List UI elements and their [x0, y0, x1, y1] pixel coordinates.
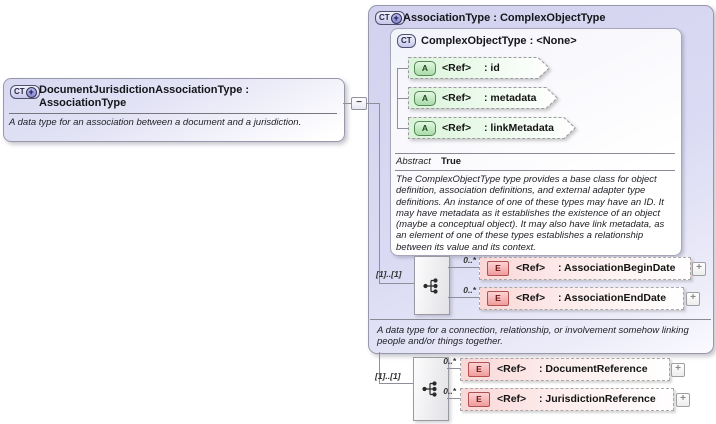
title-separator [9, 113, 337, 114]
occurrence-label: 0..* [463, 255, 476, 265]
element-icon: E [487, 261, 509, 276]
attribute-ref: <Ref> [442, 62, 472, 74]
attribute-name: : metadata [484, 92, 537, 104]
attribute-icon: A [414, 91, 436, 106]
attribute-icon: A [414, 61, 436, 76]
doc-separator [370, 319, 711, 320]
connector-line [379, 352, 380, 384]
plus-icon: + [675, 363, 681, 374]
cardinality-label: [1]..[1] [375, 371, 401, 381]
connector-line [447, 398, 460, 399]
attribute-shape [408, 117, 576, 139]
abstract-value: True [441, 156, 462, 167]
complex-type-icon: CT+ [10, 85, 40, 99]
element-icon: E [468, 392, 490, 407]
connector-line [397, 128, 408, 129]
connector-line [379, 283, 414, 284]
document-jurisdiction-association-type-box[interactable]: CT+ DocumentJurisdictionAssociationType … [3, 78, 345, 142]
attribute-ref: <Ref> [442, 92, 472, 104]
element-name: : DocumentReference [539, 363, 648, 375]
attribute-shape [408, 57, 550, 79]
sequence-compositor-box[interactable] [413, 357, 449, 421]
abstract-label: Abstract [396, 156, 431, 167]
derived-plus-icon: + [390, 12, 402, 24]
plus-icon: + [690, 292, 696, 303]
complex-type-icon: CT+ [375, 11, 405, 25]
expand-button[interactable]: + [671, 363, 685, 377]
attribute-ref: <Ref> [442, 122, 472, 134]
connector-line [379, 103, 380, 284]
plus-icon: + [680, 393, 686, 404]
attribute-box-link-metadata[interactable]: A <Ref> : linkMetadata [408, 117, 576, 139]
connector-line [448, 297, 479, 298]
sequence-compositor-box[interactable] [414, 256, 450, 315]
abstract-separator [395, 153, 675, 154]
complex-object-type-title: ComplexObjectType : <None> [421, 35, 577, 47]
attribute-icon: A [414, 121, 436, 136]
cardinality-label: [1]..[1] [376, 269, 402, 279]
attribute-box-metadata[interactable]: A <Ref> : metadata [408, 87, 558, 109]
sequence-icon [422, 381, 437, 397]
association-type-doc: A data type for a connection, relationsh… [377, 325, 689, 348]
plus-icon: + [696, 262, 702, 273]
connector-line [366, 103, 380, 104]
element-box-association-begin-date[interactable]: E <Ref> : AssociationBeginDate [479, 257, 691, 280]
element-ref: <Ref> [497, 393, 527, 405]
expand-button[interactable]: + [686, 292, 700, 306]
element-ref: <Ref> [516, 262, 546, 274]
element-name: : JurisdictionReference [539, 393, 656, 405]
occurrence-label: 0..* [463, 285, 476, 295]
connector-line [397, 98, 408, 99]
element-box-jurisdiction-reference[interactable]: E <Ref> : JurisdictionReference [460, 388, 674, 411]
collapse-toggle-button[interactable]: − [351, 97, 367, 110]
occurrence-label: 0..* [443, 386, 456, 396]
derived-plus-icon: + [25, 86, 37, 98]
expand-button[interactable]: + [692, 262, 706, 276]
element-icon: E [487, 291, 509, 306]
association-type-title: AssociationType : ComplexObjectType [403, 12, 606, 24]
attribute-shape [408, 87, 558, 109]
expand-button[interactable]: + [676, 393, 690, 407]
complex-type-icon: CT [397, 34, 416, 48]
element-box-document-reference[interactable]: E <Ref> : DocumentReference [460, 358, 670, 381]
element-name: : AssociationEndDate [558, 292, 667, 304]
element-icon: E [468, 362, 490, 377]
document-jurisdiction-association-type-doc: A data type for an association between a… [9, 117, 302, 128]
element-box-association-end-date[interactable]: E <Ref> : AssociationEndDate [479, 287, 684, 310]
connector-line [397, 68, 408, 69]
connector-line [447, 368, 460, 369]
occurrence-label: 0..* [443, 356, 456, 366]
document-jurisdiction-association-type-title: DocumentJurisdictionAssociationType : As… [39, 84, 250, 109]
element-ref: <Ref> [516, 292, 546, 304]
element-name: : AssociationBeginDate [558, 262, 676, 274]
abstract-separator-bottom [395, 170, 675, 171]
connector-line [379, 383, 413, 384]
attribute-name: : linkMetadata [484, 122, 555, 134]
sequence-icon [423, 277, 438, 294]
connector-line [448, 267, 479, 268]
element-ref: <Ref> [497, 363, 527, 375]
attribute-box-id[interactable]: A <Ref> : id [408, 57, 550, 79]
connector-line [343, 103, 351, 104]
minus-icon: − [356, 97, 362, 108]
attribute-name: : id [484, 62, 500, 74]
complex-object-type-doc: The ComplexObjectType type provides a ba… [396, 174, 665, 253]
